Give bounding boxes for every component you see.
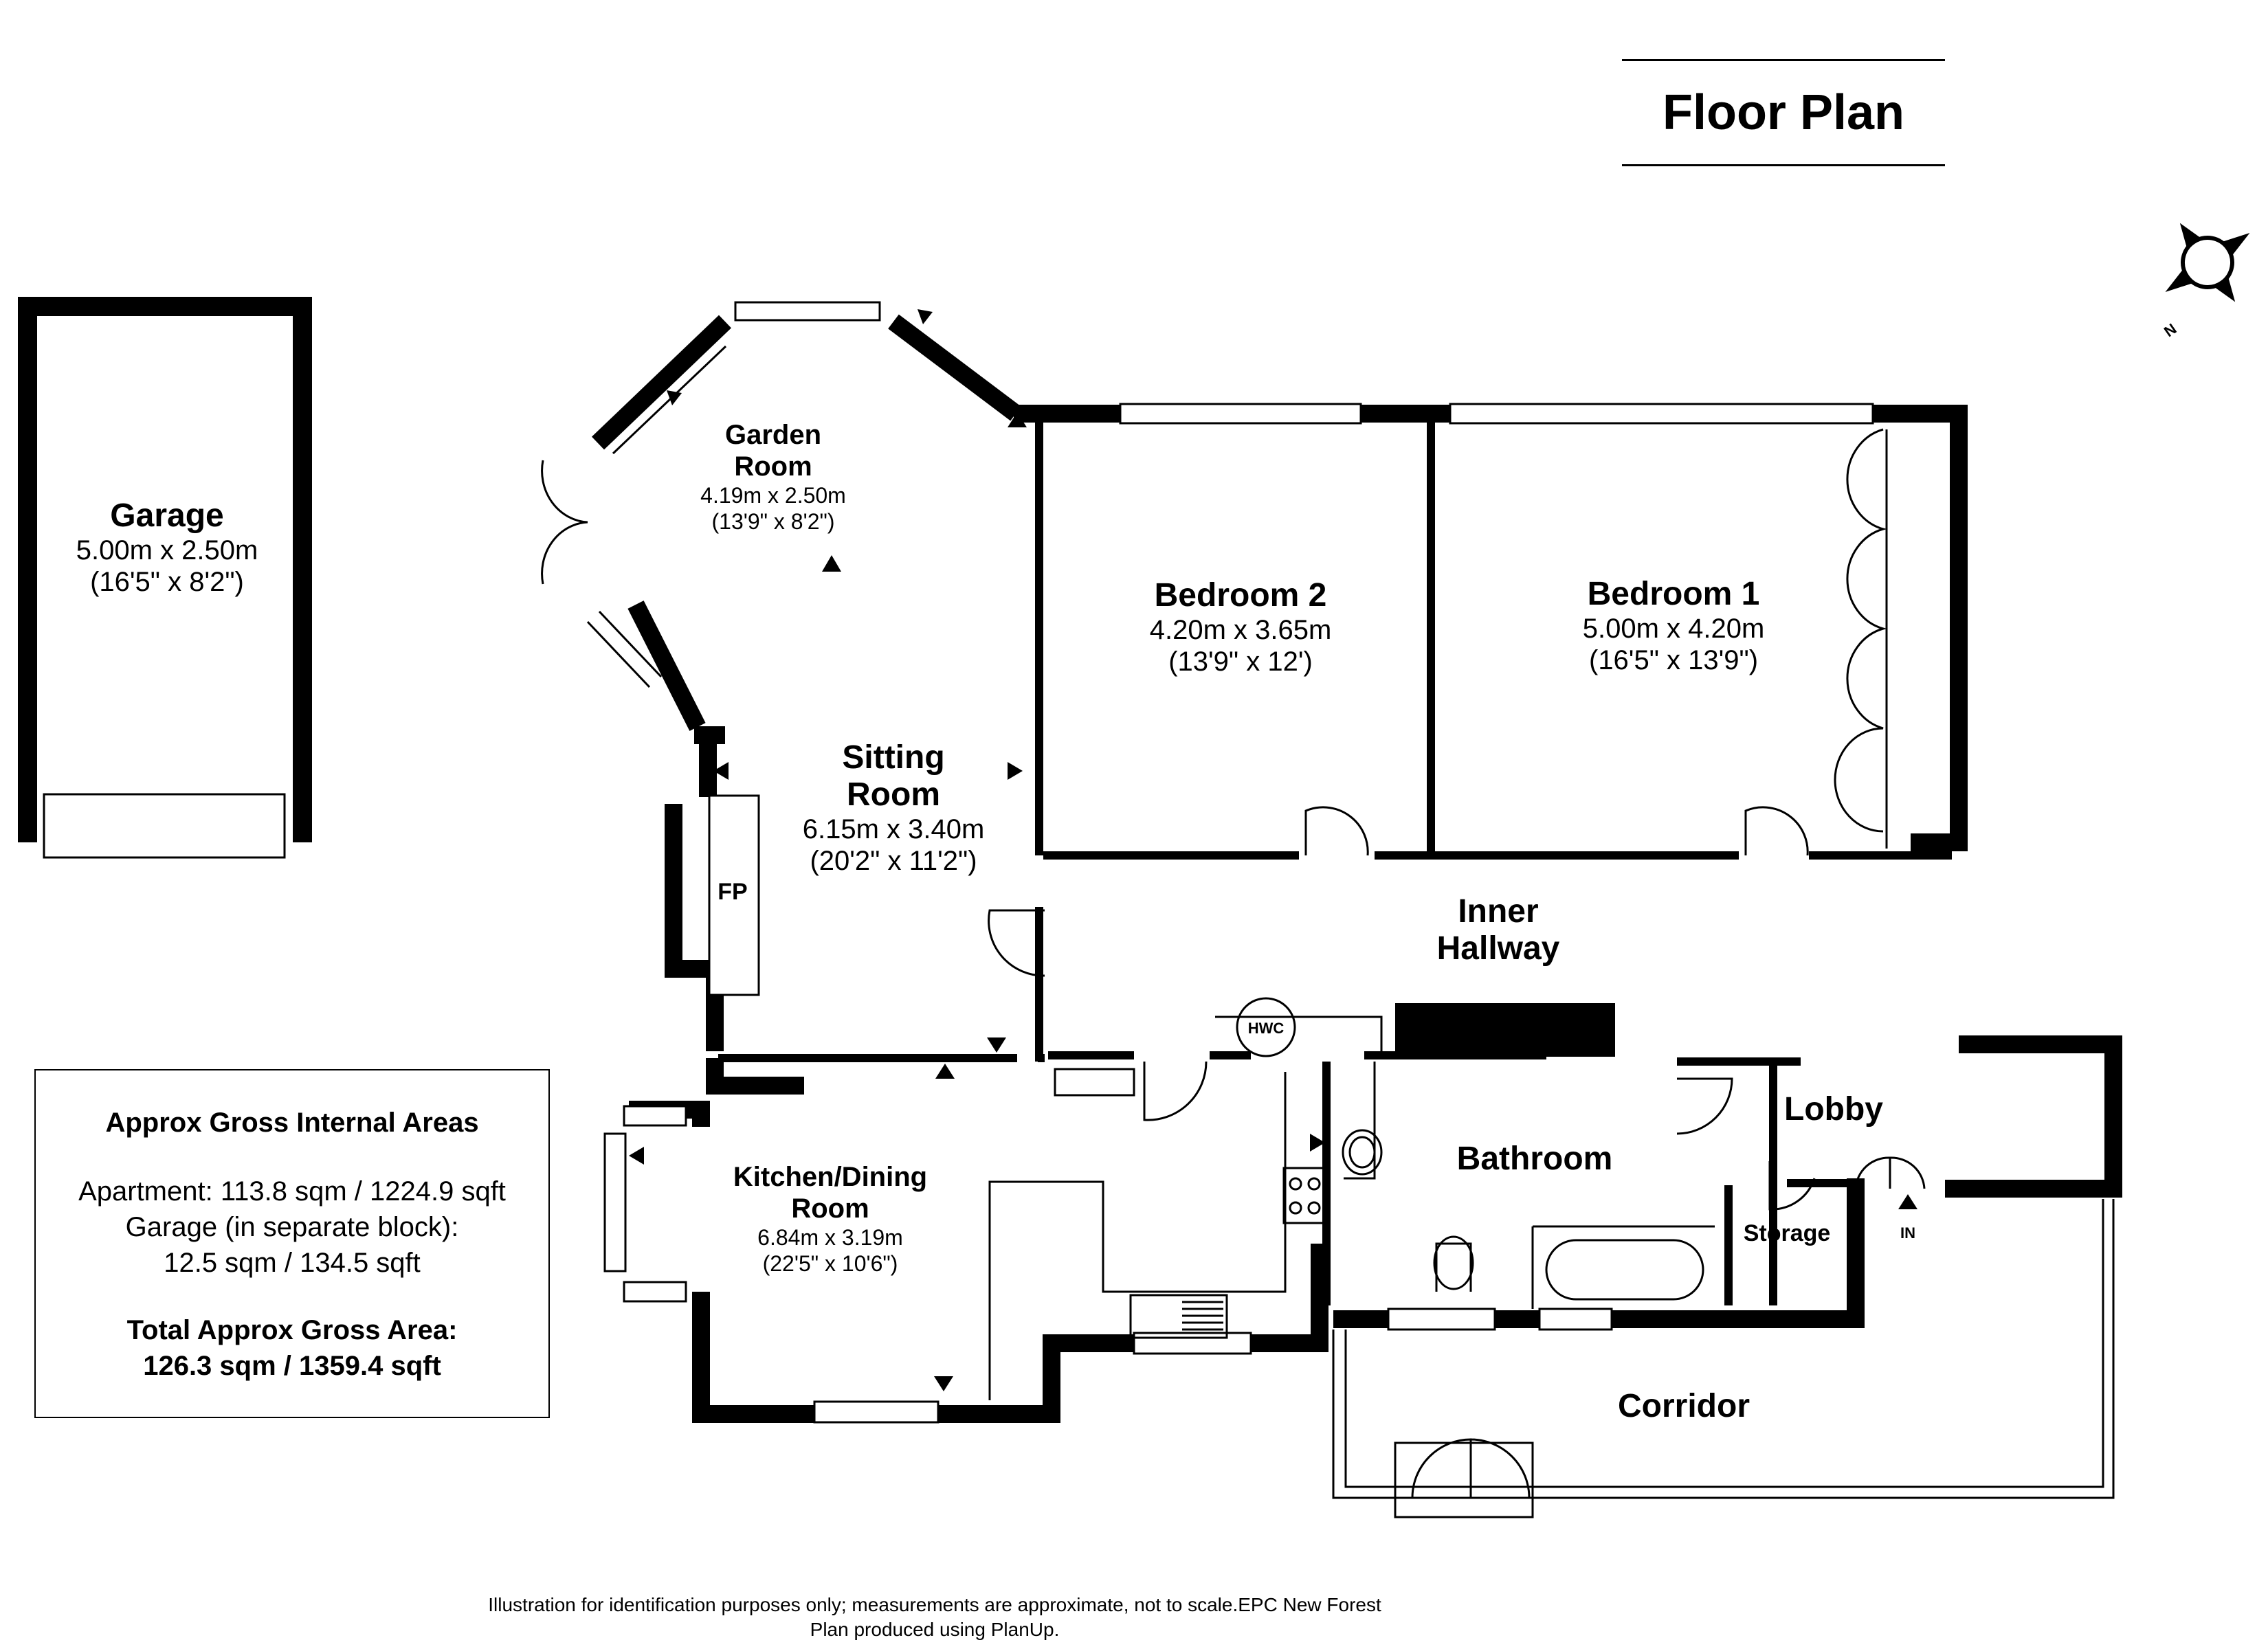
windows <box>586 301 1874 1424</box>
label-entrance: IN <box>1900 1224 1915 1242</box>
label-storage: Storage <box>1743 1220 1831 1246</box>
hallway-cupboard <box>1395 1003 1615 1057</box>
bathroom-fittings <box>1215 997 1715 1309</box>
disclaimer-line-2: Plan produced using PlanUp. <box>810 1619 1060 1640</box>
areas-total-label: Total Approx Gross Area: <box>126 1315 458 1345</box>
direction-arrows <box>629 309 1917 1391</box>
garage-block <box>18 297 312 859</box>
label-bedroom-1: Bedroom 1 5.00m x 4.20m (16'5" x 13'9") <box>1582 576 1765 675</box>
plan-title: Floor Plan <box>1662 85 1905 140</box>
wardrobe <box>1834 428 1888 849</box>
kitchen-units <box>988 1068 1328 1400</box>
compass-icon <box>2165 223 2250 302</box>
label-sitting-room: Sitting Room 6.15m x 3.40m (20'2" x 11'2… <box>802 739 985 876</box>
plan-title-block: Floor Plan <box>1622 59 1945 166</box>
disclaimer-line-1: Illustration for identification purposes… <box>488 1594 1381 1615</box>
areas-garage-label: Garage (in separate block): <box>125 1212 459 1242</box>
label-corridor: Corridor <box>1618 1388 1750 1424</box>
doors <box>541 460 1926 1499</box>
areas-total-value: 126.3 sqm / 1359.4 sqft <box>143 1351 441 1381</box>
label-hot-water-cylinder: HWC <box>1247 1020 1285 1037</box>
label-bathroom: Bathroom <box>1456 1141 1613 1177</box>
label-garden-room: Garden Room 4.19m x 2.50m (13'9" x 8'2") <box>700 420 846 534</box>
label-lobby: Lobby <box>1784 1091 1883 1128</box>
label-inner-hallway: Inner Hallway <box>1436 893 1560 967</box>
label-bedroom-2: Bedroom 2 4.20m x 3.65m (13'9" x 12') <box>1149 577 1332 677</box>
fireplace <box>708 794 760 996</box>
areas-apartment: Apartment: 113.8 sqm / 1224.9 sqft <box>78 1176 506 1207</box>
label-fireplace: FP <box>718 879 748 905</box>
disclaimer-footer: Illustration for identification purposes… <box>0 1593 1869 1642</box>
gross-areas-box: Approx Gross Internal Areas Apartment: 1… <box>34 1069 550 1418</box>
areas-heading: Approx Gross Internal Areas <box>105 1108 479 1138</box>
corridor-outline <box>1332 1199 2115 1518</box>
label-garage: Garage 5.00m x 2.50m (16'5" x 8'2") <box>76 497 258 597</box>
label-kitchen-dining: Kitchen/Dining Room 6.84m x 3.19m (22'5"… <box>733 1162 928 1276</box>
areas-garage-value: 12.5 sqm / 134.5 sqft <box>164 1248 421 1278</box>
